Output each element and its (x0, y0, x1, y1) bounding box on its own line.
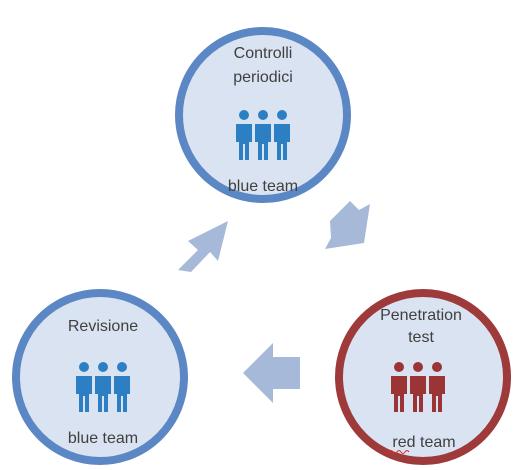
node-title-line: Revisione (68, 318, 138, 335)
arrows-layer (178, 201, 370, 403)
arrow-left-icon (243, 343, 300, 403)
node-title-line: test (408, 329, 434, 346)
node-title-line: periodici (233, 69, 293, 86)
spellcheck-underline (384, 450, 410, 454)
arrow-up-right-icon (178, 221, 228, 272)
node-penetration-test: Penetration test red team (335, 289, 511, 465)
node-title-line: Penetration (380, 307, 462, 324)
team-label: blue team (68, 430, 138, 447)
node-controlli-periodici: Controlli periodici blue team (175, 27, 351, 203)
node-title-line: Controlli (234, 45, 293, 62)
team-label: blue team (228, 178, 298, 195)
arrow-down-right-icon (325, 201, 370, 249)
people-group-icon (236, 110, 290, 160)
people-group-icon (76, 362, 130, 412)
people-group-icon (391, 362, 445, 412)
node-revisione: Revisione blue team (12, 289, 188, 465)
team-label: red team (392, 434, 455, 451)
